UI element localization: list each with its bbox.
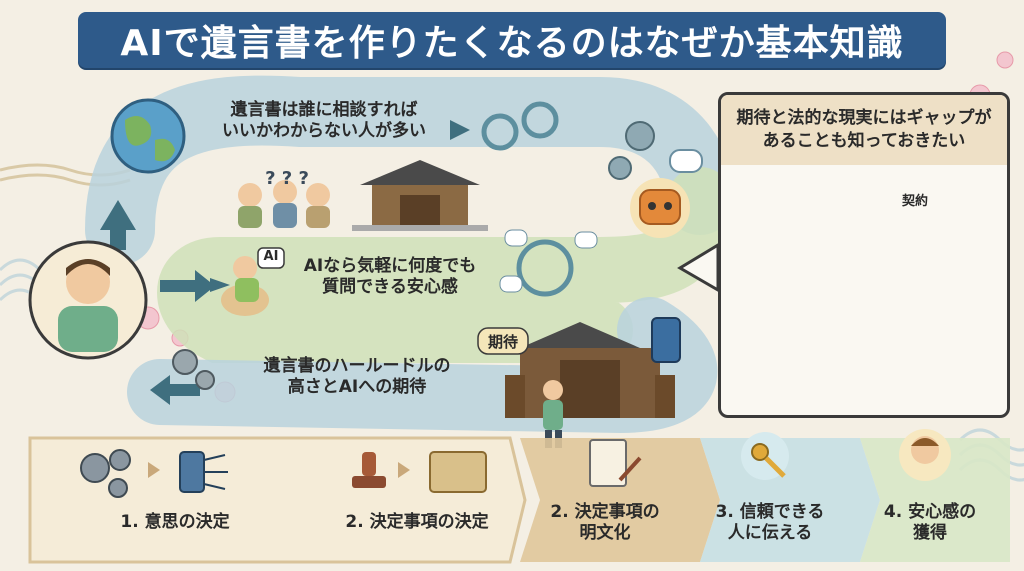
process-step-4: 3. 信頼できる人に伝える	[715, 502, 825, 544]
digital-circuit-icon	[179, 451, 228, 493]
page-title: AIで遺言書を作りたくなるのはなぜか基本知識	[120, 23, 904, 64]
confused-people-illustration	[238, 180, 330, 228]
process-step-5: 4. 安心感の獲得	[883, 502, 977, 544]
path-band-middle	[157, 167, 733, 363]
expectation-tag-label: 期待	[487, 333, 518, 351]
step-bottom-label: 遺言書のハールードルの高さとAIへの期待	[263, 356, 451, 398]
robot-icon	[630, 178, 690, 238]
calm-person-icon	[899, 429, 951, 481]
temple-illustration	[352, 160, 488, 231]
chat-cycle-icon	[499, 229, 598, 297]
globe-icon	[110, 98, 186, 174]
gap-panel: 期待と法的な現実にはギャップがあることも知っておきたい	[718, 92, 1010, 418]
person-back-illustration	[543, 380, 563, 448]
relaxed-person-illustration	[221, 256, 269, 316]
process-step-3: 2. 決定事項の明文化	[550, 502, 660, 544]
step-top-label: 遺言書は誰に相談すればいいかわからない人が多い	[222, 100, 426, 142]
gear-icon	[608, 121, 655, 180]
thinking-person-illustration	[28, 240, 148, 360]
cycle-arrows-icon	[481, 101, 559, 151]
chat-bubble-icon	[669, 149, 703, 173]
stamp-icon	[352, 452, 386, 488]
gears-decision-icon	[80, 449, 131, 498]
process-arrows	[148, 462, 410, 478]
ai-tag-label: AI	[263, 249, 279, 264]
ai-tag-bubble	[257, 247, 285, 269]
document-pen-icon	[589, 439, 642, 487]
question-marks: ? ? ?	[265, 168, 309, 189]
gears-icon	[172, 349, 215, 390]
key-icon	[741, 432, 789, 480]
process-step-2: 2. 決定事項の決定	[345, 512, 489, 532]
process-step-1: 1. 意思の決定	[120, 512, 230, 532]
title-banner: AIで遺言書を作りたくなるのはなぜか基本知識	[78, 12, 946, 68]
flow-arrows	[100, 120, 470, 405]
expectation-tag-bubble	[477, 327, 529, 355]
gap-panel-heading: 期待と法的な現実にはギャップがあることも知っておきたい	[736, 108, 992, 151]
step-middle-label: AIなら気軽に何度でも質問できる安心感	[303, 256, 477, 298]
gap-panel-heading-box: 期待と法的な現実にはギャップがあることも知っておきたい	[721, 95, 1007, 165]
scroll-icon	[429, 451, 487, 493]
smartphone-icon	[651, 317, 681, 363]
contract-label: 契約	[901, 194, 928, 209]
